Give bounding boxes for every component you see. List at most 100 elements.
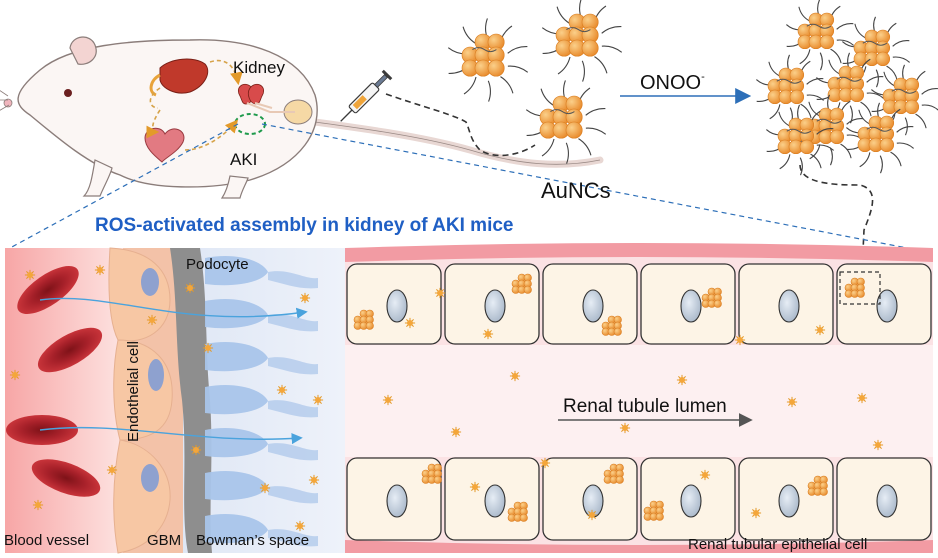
- red-blood-cell: [31, 459, 101, 497]
- epithelial-cell: [346, 457, 442, 541]
- aunc-cluster-icon: [786, 0, 854, 71]
- nanocluster-icon: [539, 457, 551, 469]
- nanocluster-icon: [202, 342, 214, 354]
- highlight-box: [839, 271, 881, 305]
- nanocluster-icon: [750, 507, 762, 519]
- aunc-cluster-icon: [766, 104, 834, 176]
- nanocluster-icon: [259, 482, 271, 494]
- epithelial-cell: [542, 457, 638, 541]
- epithelial-cell: [640, 457, 736, 541]
- nanocluster-icon: [469, 481, 481, 493]
- podocyte-foot: [205, 513, 268, 544]
- nanocluster-icon: [106, 464, 118, 476]
- nucleus: [680, 289, 702, 323]
- nanocluster-icon: [856, 392, 868, 404]
- nanocluster-icon: [872, 439, 884, 451]
- auncs-particles: [447, 0, 623, 164]
- nucleus: [778, 289, 800, 323]
- nucleus: [386, 484, 408, 518]
- aunc-cluster-icon: [816, 52, 884, 124]
- blood-vessel-label: Blood vessel: [4, 532, 90, 549]
- aunc-cluster-icon: [353, 309, 374, 330]
- onoo-label: ONOO-: [640, 72, 705, 94]
- glomerulus-panel: [5, 247, 345, 554]
- tubule-panel: [345, 243, 933, 553]
- nanocluster-icon: [699, 469, 711, 481]
- mouse-front-leg: [82, 159, 113, 197]
- podocyte-foot: [205, 470, 268, 501]
- nanocluster-icon: [190, 444, 202, 456]
- aunc-cluster-icon: [756, 54, 824, 126]
- filtration-arrow: [39, 297, 308, 319]
- kidney-label: Kidney: [233, 58, 285, 77]
- nanocluster-icon: [308, 474, 320, 486]
- nanocluster-icon: [734, 334, 746, 346]
- nanocluster-icon: [276, 384, 288, 396]
- podocyte-foot: [205, 427, 268, 458]
- nanocluster-icon: [404, 317, 416, 329]
- nanocluster-icon: [382, 394, 394, 406]
- nanocluster-icon: [312, 394, 324, 406]
- nanocluster-icon: [509, 370, 521, 382]
- figure-heading: ROS-activated assembly in kidney of AKI …: [95, 215, 514, 236]
- syringe-icon: [340, 69, 393, 122]
- mouse-back-leg: [220, 175, 249, 199]
- circulation-arrow: [209, 59, 243, 86]
- aunc-cluster-icon: [541, 0, 623, 82]
- nanocluster-icon: [9, 369, 21, 381]
- aunc-cluster-icon: [701, 287, 722, 308]
- nucleus: [484, 289, 506, 323]
- mouse-eye: [64, 89, 72, 97]
- renal-tubular-epithelial-cell-label: Renal tubular epithelial cell: [688, 536, 868, 553]
- kidney-icon: [238, 83, 295, 113]
- nanocluster-icon: [94, 264, 106, 276]
- mouse-illustration: [0, 36, 604, 199]
- epithelial-cell: [836, 457, 932, 541]
- nucleus: [680, 484, 702, 518]
- nucleus: [582, 289, 604, 323]
- epithelial-cell: [640, 263, 736, 345]
- nanocluster-icon: [24, 269, 36, 281]
- epithelial-cell: [542, 263, 638, 345]
- nanocluster-icon: [32, 499, 44, 511]
- nanocluster-icon: [786, 396, 798, 408]
- epithelial-cell: [346, 263, 442, 345]
- nanocluster-icon: [450, 426, 462, 438]
- zoom-line-left: [9, 123, 239, 249]
- podocyte-foot: [205, 298, 268, 329]
- gbm-membrane: [170, 248, 212, 553]
- injection-dashed-line: [385, 93, 536, 157]
- nanocluster-icon: [676, 374, 688, 386]
- podocyte-layer: [205, 255, 318, 547]
- aunc-cluster-icon: [807, 475, 828, 496]
- aki-label: AKI: [230, 150, 258, 169]
- nucleus: [778, 484, 800, 518]
- epithelial-cell: [738, 263, 834, 345]
- aunc-cluster-icon: [844, 277, 865, 298]
- aunc-cluster-icon: [601, 315, 622, 336]
- nucleus: [876, 289, 898, 323]
- auncs-label: AuNCs: [541, 178, 611, 203]
- red-blood-cell: [17, 265, 79, 315]
- endothelial-cell-label: Endothelial cell: [125, 341, 142, 442]
- onoo-label-base: ONOO: [640, 72, 702, 94]
- mouse-ear: [69, 36, 97, 65]
- aunc-cluster-icon: [525, 80, 607, 164]
- nanocluster-icon: [184, 282, 196, 294]
- podocyte-foot: [205, 255, 268, 286]
- epithelial-cell: [738, 457, 834, 541]
- free-nanoclusters: [9, 264, 884, 532]
- nucleus: [386, 289, 408, 323]
- epithelial-cell-row-bottom: [346, 457, 932, 541]
- nanocluster-icon: [586, 509, 598, 521]
- tubule-aggregates: [353, 273, 865, 522]
- aunc-cluster-icon: [421, 463, 442, 484]
- epithelial-cell-row-top: [346, 263, 932, 345]
- gbm-label: GBM: [147, 532, 182, 549]
- red-blood-cell: [37, 327, 103, 373]
- nanocluster-icon: [482, 328, 494, 340]
- nanocluster-icon: [434, 287, 446, 299]
- podocyte-foot: [205, 341, 268, 372]
- podocyte-label: Podocyte: [186, 256, 249, 273]
